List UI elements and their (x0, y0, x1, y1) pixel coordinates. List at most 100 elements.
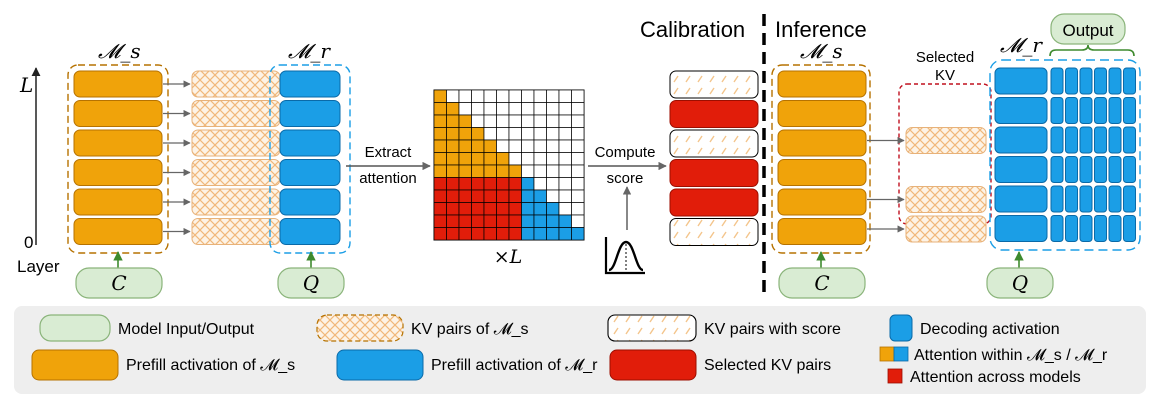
attention-cell-across (471, 214, 485, 228)
decoding-activation-block (1123, 156, 1136, 183)
decoding-activation-block (1079, 215, 1093, 242)
attention-cell-within-ms (471, 139, 485, 153)
attention-cell-empty (546, 139, 560, 153)
kv-pair-block (191, 100, 281, 127)
ms-inference-stack (777, 70, 867, 245)
legend-selected-kv: Selected KV pairs (704, 357, 831, 374)
selected-kv-block (669, 100, 759, 128)
attention-cell-empty (558, 114, 572, 128)
selected-kv-arrows (867, 136, 905, 233)
attention-cell-empty (496, 102, 510, 116)
decoding-activation-block (1065, 156, 1078, 183)
attention-cell-across (471, 189, 485, 203)
mr-inference-block (994, 126, 1048, 154)
attention-cell-empty (521, 127, 535, 141)
decoding-activation-block (1079, 156, 1093, 183)
attention-cell-empty (521, 152, 535, 166)
ms-inference-block (777, 218, 867, 245)
ms-prefill-block (73, 70, 163, 98)
attention-cell-within-ms (433, 164, 447, 178)
input-q-label: Q (303, 271, 319, 295)
decoding-activation-block (1094, 215, 1107, 242)
legend-decoding-swatch (889, 314, 913, 342)
attention-cell-empty (496, 139, 510, 153)
ms-prefill-block (73, 218, 163, 245)
legend-kv-ms: KV pairs of 𝓜_s (411, 321, 529, 338)
attention-cell-across (433, 202, 447, 216)
attention-cell-within-mr (558, 227, 572, 241)
attention-cell-across (508, 202, 522, 216)
legend-prefill-ms: Prefill activation of 𝓜_s (126, 357, 295, 374)
attention-cell-empty (483, 114, 497, 128)
input-c-box-inference (778, 267, 866, 299)
attention-cell-within-mr (533, 227, 547, 241)
attention-cell-empty (521, 102, 535, 116)
attention-cell-empty (533, 89, 547, 103)
attention-cell-within-ms (471, 152, 485, 166)
legend-kv-ms-swatch (316, 314, 404, 342)
extract-label-2: attention (359, 170, 417, 187)
layer-axis: L 0 Layer (17, 67, 60, 276)
attention-cell-within-mr (546, 202, 560, 216)
legend-model-io-swatch (39, 314, 111, 342)
attention-cell-empty (508, 139, 522, 153)
attention-cell-empty (571, 139, 585, 153)
attention-cell-across (433, 214, 447, 228)
attention-cell-across (496, 227, 510, 241)
selected-kv-label-1: Selected (916, 49, 974, 66)
ms-inference-block (777, 100, 867, 127)
input-c-label-inference: C (814, 271, 829, 295)
attention-cell-within-ms (458, 164, 472, 178)
kv-pairs-stack (191, 70, 281, 245)
legend-attn-across: Attention across models (910, 369, 1081, 386)
attention-cell-within-ms (496, 152, 510, 166)
attention-cell-empty (546, 127, 560, 141)
attention-cell-within-mr (546, 227, 560, 241)
kv-pair-block (191, 218, 281, 245)
legend-attn-across-swatch (887, 368, 903, 384)
attention-cell-within-ms (446, 127, 460, 141)
selected-kv-block (905, 215, 987, 243)
attention-cell-empty (558, 139, 572, 153)
attention-cell-within-ms (433, 139, 447, 153)
attention-cell-within-ms (446, 102, 460, 116)
mr-prefill-block (279, 70, 341, 98)
attention-cell-across (433, 227, 447, 241)
decoding-activation-block (1108, 126, 1122, 154)
attention-cell-across (496, 189, 510, 203)
decoding-activation-block (1050, 185, 1064, 213)
attention-cell-empty (571, 127, 585, 141)
inference-label: Inference (775, 17, 867, 42)
kv-pair-block (191, 129, 281, 157)
legend-prefill-ms-swatch (31, 349, 119, 381)
attention-cell-across (433, 177, 447, 191)
attention-cell-empty (483, 127, 497, 141)
attention-cell-empty (546, 114, 560, 128)
attention-cell-within-mr (533, 214, 547, 228)
attention-cell-across (458, 177, 472, 191)
times-l-label: ×L (494, 246, 523, 268)
attention-cell-across (508, 227, 522, 241)
attention-cell-empty (508, 114, 522, 128)
axis-zero-label: 0 (24, 233, 33, 252)
mr-inference-block (994, 97, 1048, 124)
attention-cell-empty (521, 139, 535, 153)
attention-cell-empty (546, 177, 560, 191)
mr-group-outline-inference (989, 59, 1141, 251)
decoding-columns (1050, 67, 1136, 242)
attention-cell-within-ms (496, 164, 510, 178)
decoding-activation-block (1079, 185, 1093, 213)
attention-cell-within-ms (458, 114, 472, 128)
attention-cell-within-ms (446, 114, 460, 128)
decoding-activation-block (1094, 126, 1107, 154)
attention-cell-across (458, 202, 472, 216)
attention-cell-within-ms (433, 89, 447, 103)
attention-cell-empty (471, 102, 485, 116)
decoding-activation-block (1123, 185, 1136, 213)
attention-cell-empty (471, 89, 485, 103)
ms-prefill-stack (73, 70, 163, 245)
attention-cell-empty (533, 164, 547, 178)
attention-cell-empty (533, 127, 547, 141)
distribution-icon (604, 237, 645, 275)
decoding-activation-block (1108, 185, 1122, 213)
